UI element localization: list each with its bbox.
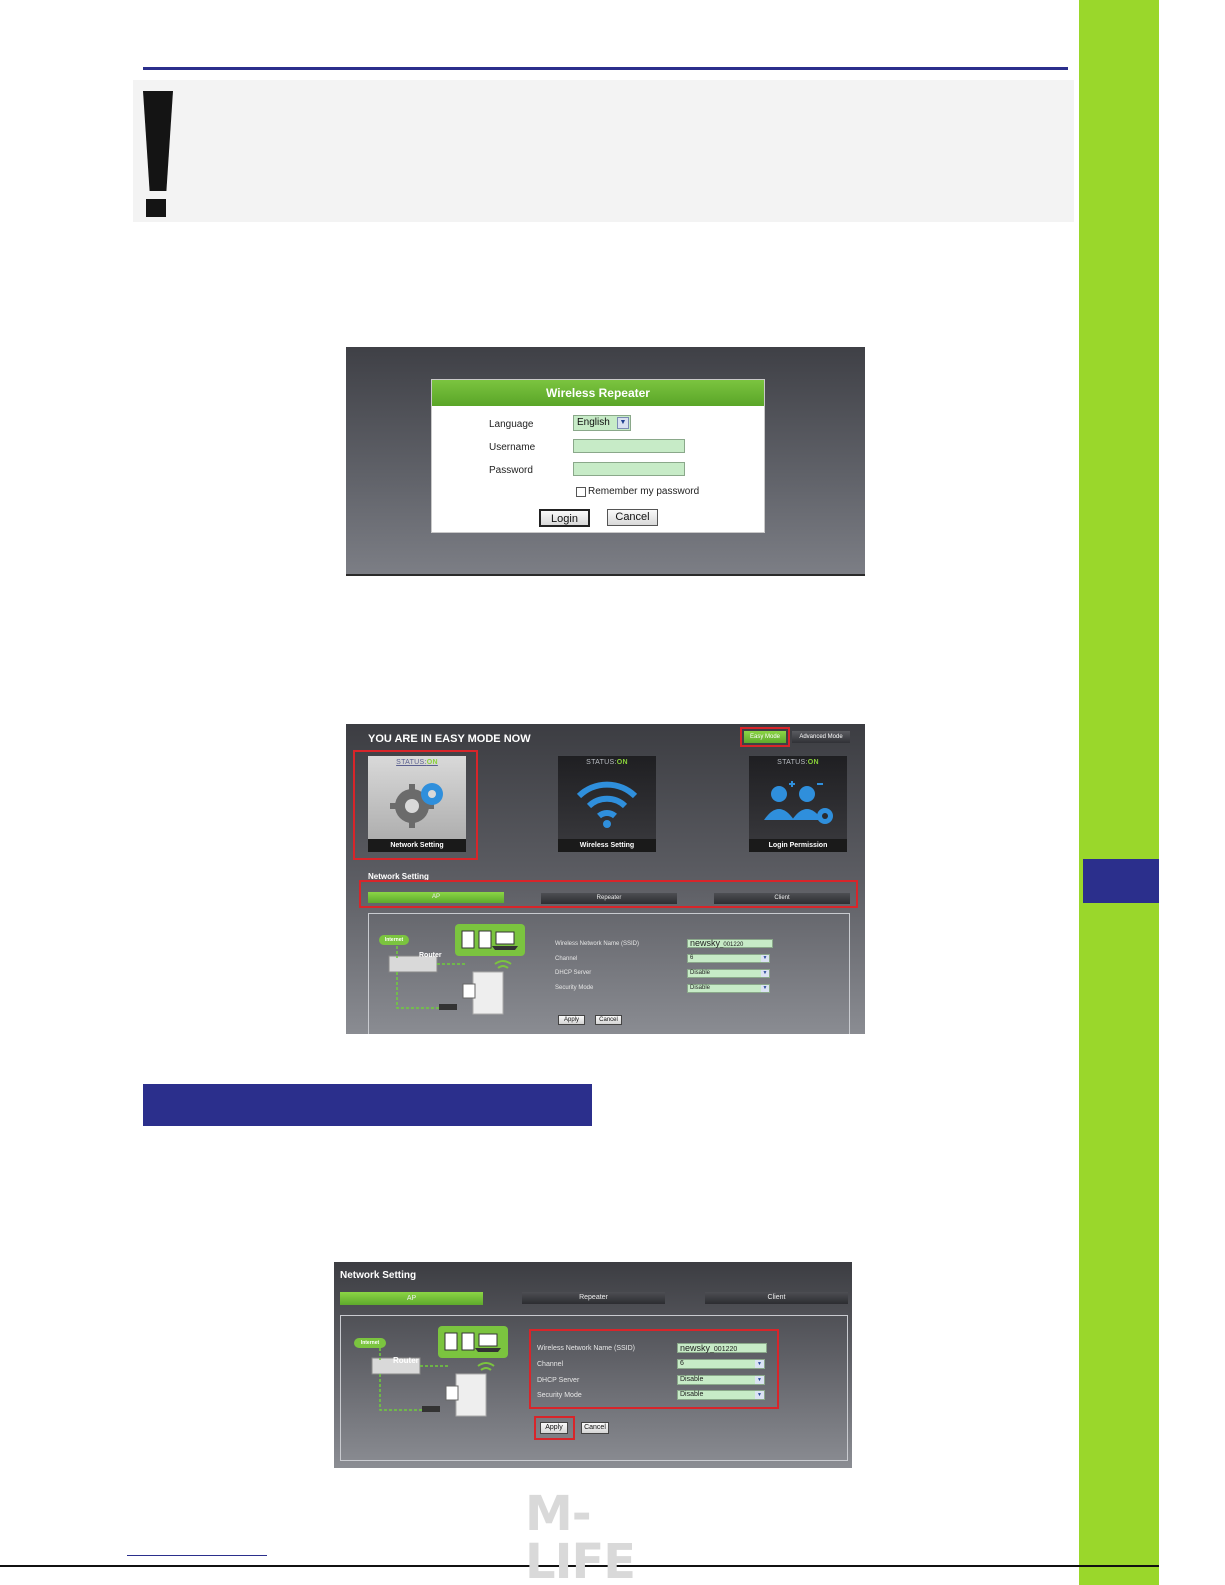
advanced-mode-button[interactable]: Advanced Mode <box>792 731 850 743</box>
login-screenshot: Wireless Repeater Language English ▼ Use… <box>346 347 865 576</box>
cancel-button[interactable]: Cancel <box>607 509 658 526</box>
password-label: Password <box>489 465 533 476</box>
tab-client[interactable]: Client <box>714 893 850 904</box>
tabs-highlight <box>359 880 858 908</box>
login-permission-tile[interactable]: STATUS:ON Login Permission <box>749 756 847 852</box>
chevron-down-icon: ▼ <box>761 985 769 992</box>
username-label: Username <box>489 442 536 453</box>
network-setting-screenshot: Network Setting AP Repeater Client Inter… <box>334 1262 852 1468</box>
chapter-tab <box>1083 859 1159 903</box>
users-icon <box>764 781 833 824</box>
tab-ap[interactable]: AP <box>368 892 504 903</box>
ssid-label: Wireless Network Name (SSID) <box>555 941 640 947</box>
wifi-icon <box>576 781 638 828</box>
internet-badge: Internet <box>354 1338 386 1348</box>
easy-mode-screenshot: YOU ARE IN EASY MODE NOW Easy Mode Advan… <box>346 724 865 1034</box>
chevron-down-icon: ▼ <box>755 1376 764 1384</box>
chevron-down-icon: ▼ <box>755 1391 764 1399</box>
router-label: Router <box>419 952 442 959</box>
section-heading-bar <box>143 1084 592 1126</box>
ap-settings-panel: Internet Router Wireless Network Name (S… <box>368 913 850 1034</box>
login-dialog: Wireless Repeater Language English ▼ Use… <box>431 379 765 533</box>
footer-rule <box>0 1565 1159 1567</box>
tile-caption: Login Permission <box>749 839 847 852</box>
brand-logo: M-LIFE <box>525 1486 636 1585</box>
tile-status: STATUS:ON <box>777 759 819 766</box>
easy-mode-highlight <box>740 727 790 747</box>
dhcp-select[interactable]: Disable▼ <box>687 969 770 978</box>
language-select[interactable]: English ▼ <box>573 415 631 431</box>
chevron-down-icon: ▼ <box>761 955 769 962</box>
security-select[interactable]: Disable▼ <box>687 984 770 993</box>
channel-select[interactable]: 6▼ <box>687 954 770 963</box>
cancel-button[interactable]: Cancel <box>581 1422 609 1434</box>
warning-box <box>133 80 1074 222</box>
security-label: Security Mode <box>537 1392 582 1399</box>
tab-ap[interactable]: AP <box>340 1292 483 1305</box>
tab-repeater[interactable]: Repeater <box>522 1292 665 1304</box>
gear-icon <box>390 783 443 828</box>
dhcp-select[interactable]: Disable▼ <box>677 1375 765 1385</box>
login-button[interactable]: Login <box>539 509 590 527</box>
router-label: Router <box>393 1356 419 1365</box>
ssid-input[interactable]: newsky_001220 <box>687 939 773 948</box>
cancel-button[interactable]: Cancel <box>595 1015 622 1025</box>
dhcp-label: DHCP Server <box>537 1377 580 1384</box>
section-title: Network Setting <box>340 1270 417 1281</box>
internet-badge: Internet <box>379 935 409 945</box>
apply-button[interactable]: Apply <box>558 1015 585 1025</box>
tab-client[interactable]: Client <box>705 1292 848 1304</box>
form-highlight <box>529 1329 779 1409</box>
tile-status: STATUS:ON <box>396 759 438 766</box>
easy-mode-heading: YOU ARE IN EASY MODE NOW <box>368 733 531 745</box>
apply-highlight <box>534 1416 575 1440</box>
apply-button[interactable]: Apply <box>540 1422 568 1434</box>
dhcp-label: DHCP Server <box>555 970 592 976</box>
ssid-input[interactable]: newsky_001220 <box>677 1343 767 1353</box>
username-input[interactable] <box>573 439 685 453</box>
footer-link-underline <box>127 1555 267 1556</box>
chevron-down-icon: ▼ <box>761 970 769 977</box>
section-title: Network Setting <box>368 872 429 881</box>
language-label: Language <box>489 419 534 430</box>
header-rule <box>143 67 1068 70</box>
ssid-label: Wireless Network Name (SSID) <box>537 1345 636 1352</box>
ap-settings-panel: Internet Router Wireless Network Name (S… <box>340 1315 848 1461</box>
tile-caption: Network Setting <box>368 839 466 852</box>
security-label: Security Mode <box>555 985 594 991</box>
language-value: English <box>577 417 610 428</box>
network-tile-highlight <box>353 750 478 860</box>
security-select[interactable]: Disable▼ <box>677 1390 765 1400</box>
remember-label: Remember my password <box>588 486 700 497</box>
chevron-down-icon: ▼ <box>755 1360 764 1368</box>
password-input[interactable] <box>573 462 685 476</box>
tile-caption: Wireless Setting <box>558 839 656 852</box>
network-setting-tile[interactable]: STATUS:ON Network Setting <box>368 756 466 852</box>
chevron-down-icon: ▼ <box>617 417 629 429</box>
wireless-setting-tile[interactable]: STATUS:ON Wireless Setting <box>558 756 656 852</box>
remember-checkbox[interactable] <box>576 487 586 497</box>
channel-label: Channel <box>555 956 578 962</box>
tile-status: STATUS:ON <box>586 759 628 766</box>
channel-label: Channel <box>537 1361 564 1368</box>
easy-mode-button[interactable]: Easy Mode <box>744 731 786 743</box>
network-diagram-icon <box>388 924 525 1015</box>
tab-repeater[interactable]: Repeater <box>541 893 677 904</box>
network-diagram-icon <box>371 1326 508 1417</box>
exclamation-dot-icon <box>146 199 166 217</box>
channel-select[interactable]: 6▼ <box>677 1359 765 1369</box>
login-title: Wireless Repeater <box>432 380 764 406</box>
side-stripe <box>1079 0 1159 1585</box>
